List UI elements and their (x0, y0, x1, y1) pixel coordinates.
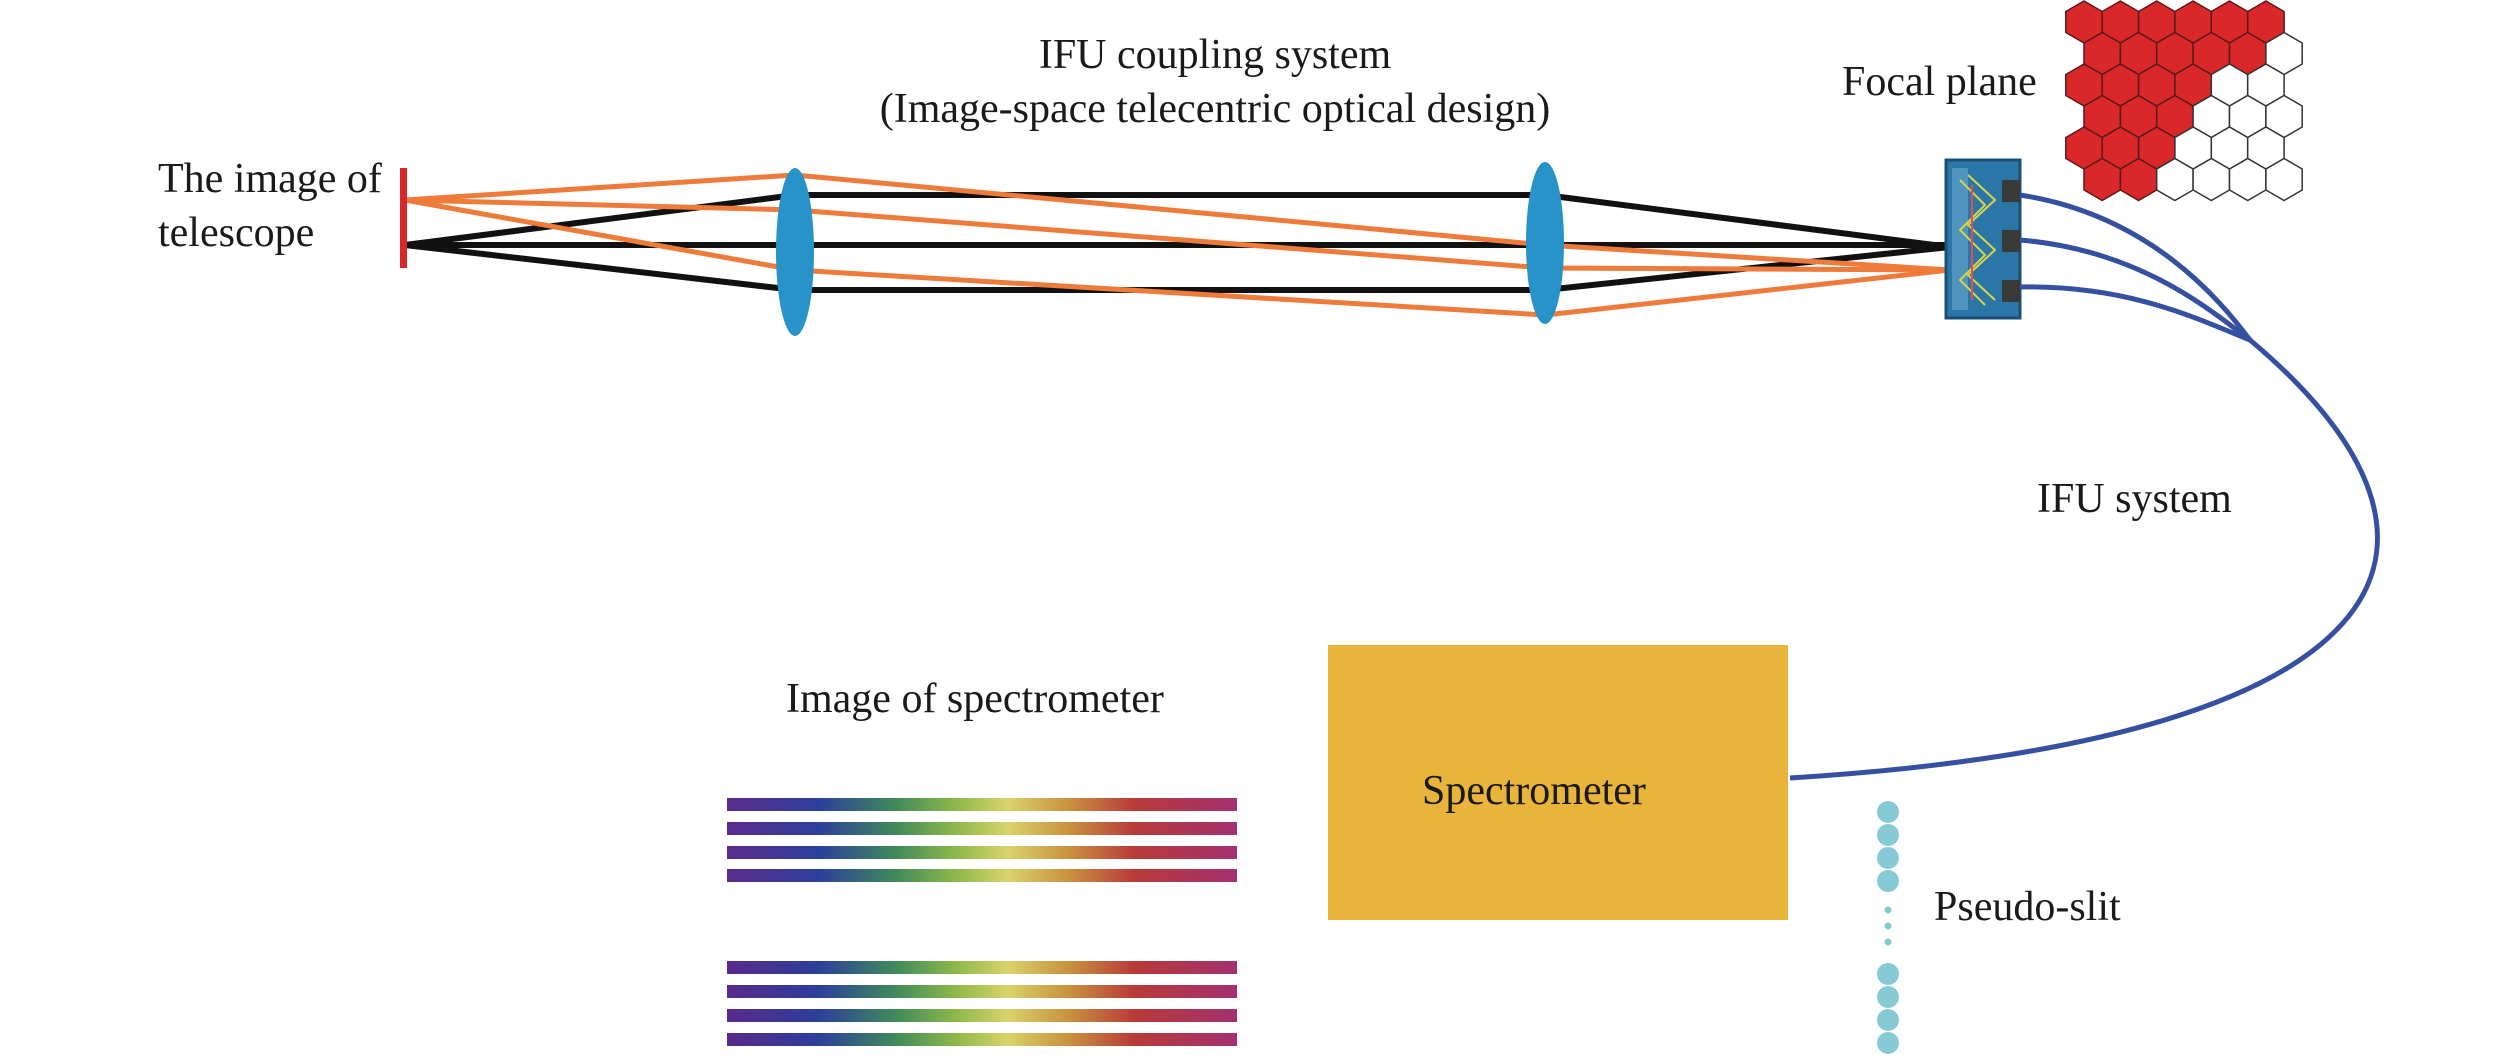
hexagon-fiber-cell (2265, 157, 2303, 202)
lens-left (776, 168, 814, 336)
telescope-image-bar (400, 168, 407, 268)
slit-fiber-dot (1877, 801, 1899, 823)
lens-right (1526, 162, 1564, 324)
slit-fiber-dot (1877, 986, 1899, 1008)
spectrometer-image-label: Image of spectrometer (786, 676, 1164, 722)
spectrum-stripe (727, 798, 1237, 811)
hexagon-fiber-bundle (2065, 0, 2303, 202)
ifu-system-label: IFU system (2037, 476, 2232, 522)
telescope-label-line2: telescope (158, 210, 314, 256)
pseudo-slit (1877, 801, 1899, 1054)
pseudo-slit-label: Pseudo-slit (1934, 884, 2121, 930)
orange-ray-1 (404, 172, 1951, 273)
coupling-system-title: IFU coupling system (1039, 32, 1392, 78)
spectrum-group-lower (727, 961, 1237, 1046)
spectrum-stripe (727, 1033, 1237, 1046)
slit-ellipsis-dot (1884, 906, 1892, 914)
slit-fiber-dot (1877, 1009, 1899, 1031)
spectrum-group-upper (727, 798, 1237, 882)
slit-fiber-dot (1877, 824, 1899, 846)
orange-ray-3 (404, 197, 1951, 273)
slit-fiber-dot (1877, 963, 1899, 985)
fiber-2 (2019, 237, 2252, 342)
slit-fiber-dot (1877, 1032, 1899, 1054)
focal-plane-label: Focal plane (1842, 59, 2037, 105)
slit-ellipsis-dot (1884, 938, 1892, 946)
telescope-label-line1: The image of (158, 156, 382, 202)
spectrometer-box (1328, 645, 1788, 920)
orange-ray-2 (404, 197, 1951, 318)
fiber-1 (2019, 192, 2252, 342)
spectrum-stripe (727, 1009, 1237, 1022)
spectrum-stripe (727, 846, 1237, 859)
orange-rays (404, 172, 1951, 318)
spectrum-stripe (727, 869, 1237, 882)
spectrum-stripe (727, 961, 1237, 974)
slit-fiber-dot (1877, 870, 1899, 892)
slit-ellipsis-dot (1884, 922, 1892, 930)
fiber-3 (2019, 284, 2251, 343)
spectrometer-label: Spectrometer (1422, 768, 1646, 814)
fiber-main (1789, 338, 2380, 781)
ifu-unit (1944, 158, 2022, 320)
spectrum-stripe (727, 822, 1237, 835)
coupling-system-subtitle: (Image-space telecentric optical design) (880, 86, 1550, 132)
slit-fiber-dot (1877, 847, 1899, 869)
fiber-bundle (1789, 192, 2380, 781)
black-ray-upper (404, 192, 1951, 250)
spectrum-stripe (727, 985, 1237, 998)
